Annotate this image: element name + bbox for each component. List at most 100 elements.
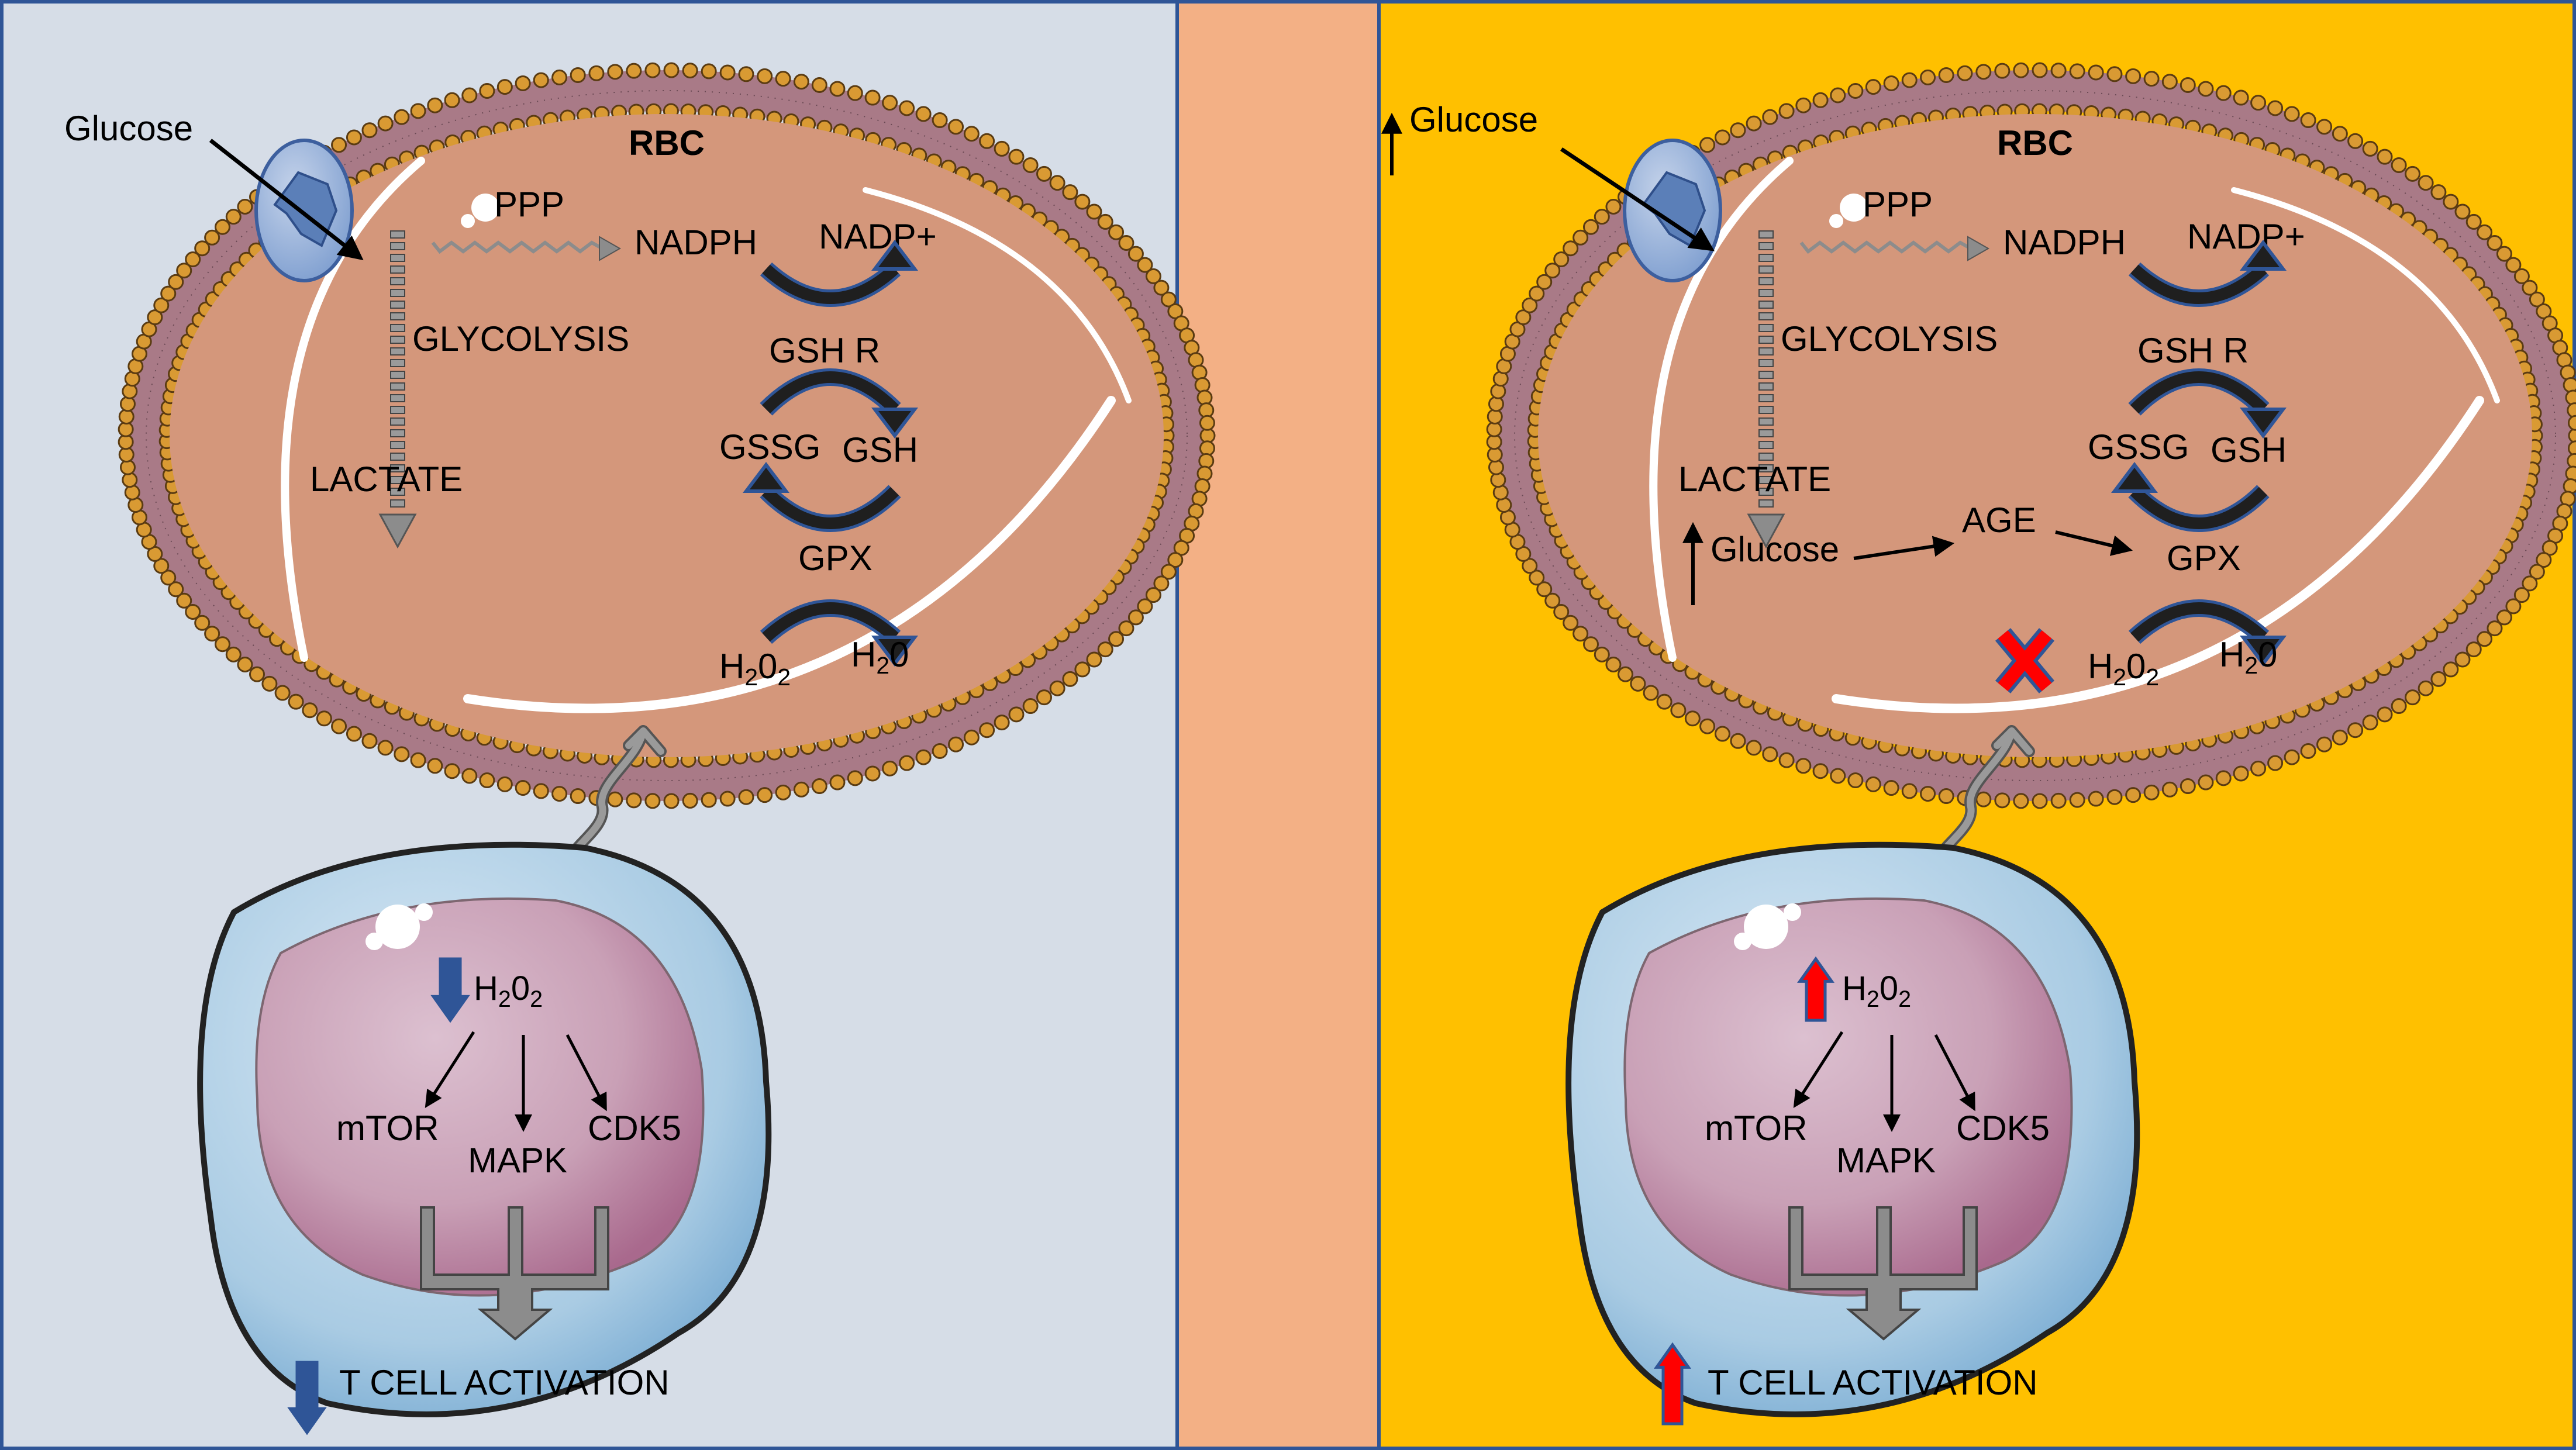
membrane-head-outer bbox=[2125, 68, 2142, 84]
membrane-head-outer bbox=[410, 752, 426, 768]
glycolysis-dash bbox=[390, 347, 405, 356]
h2o2-to-h2o-arrow-icon-head bbox=[2239, 636, 2287, 667]
membrane-head-outer bbox=[214, 219, 230, 235]
glycolysis-dash bbox=[1758, 289, 1774, 297]
glycolysis-label: GLYCOLYSIS bbox=[412, 319, 629, 358]
membrane-head-outer bbox=[682, 63, 698, 79]
membrane-head-outer bbox=[1994, 792, 2011, 809]
membrane-head-outer bbox=[1544, 592, 1561, 609]
membrane-head-outer bbox=[2568, 427, 2576, 444]
membrane-head-outer bbox=[479, 82, 495, 99]
membrane-head-outer bbox=[194, 615, 211, 631]
membrane-head-outer bbox=[2198, 81, 2214, 97]
membrane-head-outer bbox=[1036, 165, 1053, 182]
membrane-head-outer bbox=[2143, 784, 2160, 800]
glycolysis-dash bbox=[390, 417, 405, 426]
gsh-to-gssg-arrow-icon-body bbox=[761, 486, 899, 529]
membrane-head-outer bbox=[2391, 698, 2407, 715]
membrane-head-outer bbox=[963, 126, 980, 142]
membrane-head-outer bbox=[1975, 791, 1992, 807]
membrane-head-outer bbox=[1730, 122, 1746, 139]
glycolysis-dash bbox=[390, 359, 405, 367]
membrane-head-outer bbox=[2013, 793, 2029, 809]
h2o2-label-mid: 0 bbox=[2126, 647, 2146, 686]
membrane-head-outer bbox=[2284, 106, 2300, 122]
membrane-head-outer bbox=[1938, 67, 1954, 83]
h2o2-label-sub2: 2 bbox=[777, 664, 791, 691]
membrane-head-outer bbox=[1529, 570, 1545, 586]
membrane-head-outer bbox=[2250, 760, 2267, 776]
ppp-bubble-large bbox=[1840, 194, 1868, 222]
membrane-head-outer bbox=[1108, 224, 1125, 240]
age-label: AGE bbox=[1962, 501, 2036, 540]
membrane-head-outer bbox=[346, 726, 362, 742]
membrane-head-outer bbox=[394, 746, 410, 762]
activation-label: T CELL ACTIVATION bbox=[339, 1363, 670, 1402]
membrane-head-outer bbox=[1536, 274, 1553, 290]
middle-stripe bbox=[1175, 0, 1381, 1450]
membrane-head-outer bbox=[1196, 389, 1213, 406]
lactate-label: LACTATE bbox=[1678, 460, 1831, 499]
membrane-head-outer bbox=[1699, 718, 1716, 734]
membrane-head-outer bbox=[2465, 213, 2482, 230]
membrane-head-outer bbox=[551, 786, 568, 802]
membrane-head-outer bbox=[2487, 234, 2503, 251]
tcell-target-mtor: mTOR bbox=[1705, 1109, 1808, 1148]
h2o2-to-cdk5-arrow-icon bbox=[565, 1034, 607, 1112]
glycolysis-dash bbox=[390, 476, 405, 484]
membrane-head-outer bbox=[1022, 698, 1039, 715]
h2o2-to-h2o-arrow-icon-head bbox=[871, 636, 919, 667]
glycolysis-dash bbox=[1758, 499, 1774, 508]
h2o-label-mid: 0 bbox=[889, 635, 909, 674]
gshr-curved-arrow-icon-body bbox=[762, 264, 899, 304]
h2o2-label: H202 bbox=[719, 647, 791, 691]
membrane-head-outer bbox=[1529, 285, 1545, 302]
tcell-h2o2-label-main: H bbox=[474, 969, 498, 1007]
membrane-tail-lines bbox=[146, 90, 1188, 781]
glycolysis-dash bbox=[390, 394, 405, 402]
tcell-highlight-small bbox=[1784, 903, 1801, 921]
membrane-head-outer bbox=[168, 581, 184, 598]
membrane-head-outer bbox=[948, 119, 964, 135]
h2o2-label-main: H bbox=[719, 647, 744, 686]
membrane-head-outer bbox=[515, 75, 531, 91]
glycolysis-dash bbox=[1758, 441, 1774, 449]
h2o2-to-cdk5-arrow-icon bbox=[1934, 1034, 1975, 1112]
ppp-zigzag-arrowhead-icon bbox=[599, 236, 622, 261]
membrane-head-outer bbox=[738, 66, 754, 82]
membrane-head-outer bbox=[1746, 115, 1762, 132]
membrane-head-outer bbox=[1865, 776, 1881, 792]
membrane-head-outer bbox=[1137, 598, 1153, 615]
membrane-head-outer bbox=[994, 140, 1010, 157]
membrane-head-outer bbox=[2215, 770, 2232, 786]
membrane-head-outer bbox=[2443, 661, 2459, 678]
membrane-head-outer bbox=[1920, 69, 1936, 85]
rbc-membrane bbox=[118, 62, 1216, 809]
membrane-head-outer bbox=[427, 97, 443, 113]
membrane-head-outer bbox=[204, 626, 220, 642]
membrane-head-outer bbox=[1198, 453, 1215, 469]
glucose-uptake-arrow-icon bbox=[209, 139, 364, 261]
inner-glucose-label: Glucose bbox=[1711, 530, 1839, 569]
membrane-head-outer bbox=[225, 209, 242, 225]
gshr-curved-arrow-icon-head bbox=[871, 240, 919, 271]
membrane-head-outer bbox=[1582, 219, 1599, 235]
membrane-head-outer bbox=[2125, 787, 2142, 803]
h2o2-to-h2o-arrow-icon-body bbox=[762, 602, 899, 642]
membrane-head-outer bbox=[1544, 263, 1561, 279]
activation-decrease-arrow-icon bbox=[287, 1361, 327, 1435]
glycolysis-dash bbox=[1758, 453, 1774, 461]
tcell-highlight-large bbox=[1744, 905, 1788, 949]
membrane-head-outer bbox=[1920, 786, 1936, 802]
h2o-label-main: H bbox=[2219, 635, 2244, 674]
membrane-head-outer bbox=[1812, 763, 1829, 779]
membrane-head-outer bbox=[461, 87, 478, 103]
h2o-label-sub1: 2 bbox=[876, 652, 889, 679]
tcell-target-cdk5: CDK5 bbox=[588, 1109, 681, 1148]
membrane-head-outer bbox=[682, 792, 698, 809]
membrane-head-outer bbox=[1830, 87, 1846, 103]
glycolysis-dash bbox=[1758, 488, 1774, 496]
membrane-head-outer bbox=[1563, 240, 1579, 257]
membrane-head-outer bbox=[1086, 203, 1102, 220]
h2o-label-main: H bbox=[851, 635, 876, 674]
